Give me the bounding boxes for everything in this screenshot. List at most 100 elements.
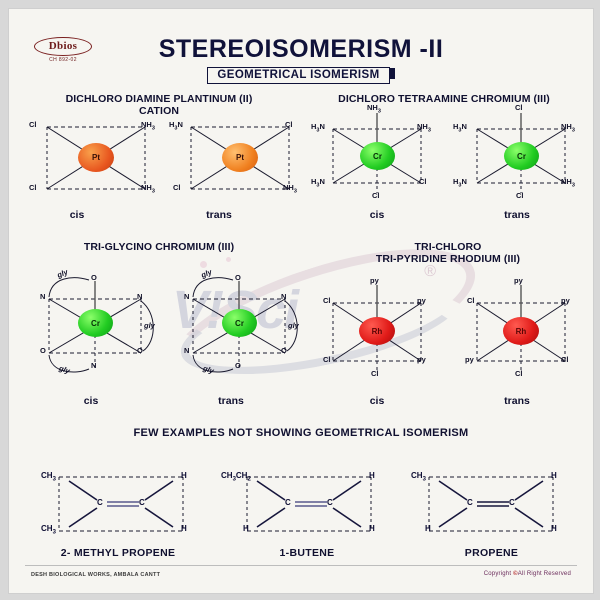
rhodium-trans-label-bottom: Cl <box>515 369 523 378</box>
alkene-1-butene-diagram: C C CH3CH2 H H H <box>221 469 385 541</box>
platinum-trans-caption: trans <box>206 209 232 221</box>
rhodium-trans-label-bl: py <box>465 355 474 364</box>
alkene-3-label-br: H <box>551 524 557 533</box>
alkene-3-name: PROPENE <box>464 547 519 559</box>
alkene-1-label-bl: CH3 <box>41 524 56 536</box>
chromium-cis-core: Cr <box>360 142 395 170</box>
rhodium-trans-caption: trans <box>504 395 530 407</box>
core-symbol: Cr <box>373 151 382 161</box>
alkene-1-atom-right: C <box>139 498 145 507</box>
glycino-trans-gly-right: gly <box>288 321 299 330</box>
glycino-cis-core: Cr <box>78 309 113 337</box>
platinum-cis-caption: cis <box>69 209 85 221</box>
alkene-3-atom-right: C <box>509 498 515 507</box>
glycino-trans-diagram: Cr O N N N O O gly gly gly <box>175 267 305 381</box>
platinum-heading-line2: CATION <box>138 105 180 117</box>
rhodium-heading: TRI-CHLORO TRI-PYRIDINE RHODIUM (III) <box>309 241 587 265</box>
chromium-cis-label-tl: H3N <box>311 122 325 134</box>
rhodium-cis-label-tl: Cl <box>323 296 331 305</box>
alkene-1-bonds <box>58 476 184 532</box>
glycino-trans-label-tl: N <box>184 292 190 301</box>
core-symbol: Rh <box>371 326 383 336</box>
glycino-cis-diagram: Cr O N N O O N gly gly gly <box>31 267 161 381</box>
chromium-cis-diagram: Cr NH3 H3N NH3 H3N Cl Cl <box>311 103 437 200</box>
chromium-amine-heading-line1: DICHLORO TETRAAMINE CHROMIUM (III) <box>338 93 550 105</box>
glycino-cis-label-bottom: N <box>91 361 97 370</box>
alkene-2-label-br: H <box>369 524 375 533</box>
alkene-3-label-tl: CH3 <box>411 471 426 483</box>
chromium-cis-label-bl: H3N <box>311 177 325 189</box>
rhodium-cis-label-br: py <box>417 355 426 364</box>
glycino-cis-label-tr: N <box>137 292 143 301</box>
alkene-1-label-br: H <box>181 524 187 533</box>
rhodium-cis-core: Rh <box>359 317 395 345</box>
glycino-cis-label-br: O <box>137 346 143 355</box>
rhodium-trans-core: Rh <box>503 317 539 345</box>
chromium-trans-label-bottom: Cl <box>516 191 524 200</box>
watermark-dot <box>200 261 207 268</box>
alkene-2-label-bl: H <box>243 524 249 533</box>
chromium-trans-label-bl: H3N <box>453 177 467 189</box>
rhodium-trans-label-tl: Cl <box>467 296 475 305</box>
glycino-cis-label-bl: O <box>40 346 46 355</box>
rhodium-cis-label-bottom: Cl <box>371 369 379 378</box>
subtitle-container: GEOMETRICAL ISOMERISM <box>9 65 593 84</box>
glycino-trans-label-top: O <box>235 273 241 282</box>
core-symbol: Pt <box>92 153 100 162</box>
platinum-trans-label-bl: Cl <box>173 183 181 192</box>
platinum-trans-core: Pt <box>222 143 258 172</box>
glycino-cis-label-tl: N <box>40 292 46 301</box>
rhodium-heading-line2: TRI-PYRIDINE RHODIUM (III) <box>375 253 521 265</box>
core-symbol: Cr <box>517 151 526 161</box>
alkene-3-bonds <box>428 476 554 532</box>
brand-logo: Dbios CH 892-02 <box>31 37 95 65</box>
chromium-cis-label-tr: NH3 <box>417 122 431 134</box>
chromium-trans-caption: trans <box>504 209 530 221</box>
footer-copyright: Copyright ©All Right Reserved <box>484 571 571 577</box>
watermark-dot <box>226 257 231 262</box>
rhodium-cis-diagram: Rh py Cl py Cl py Cl <box>317 276 437 379</box>
alkene-1-label-tr: H <box>181 471 187 480</box>
chromium-cis-label-top: NH3 <box>367 103 381 115</box>
alkene-2-atom-left: C <box>285 498 291 507</box>
poster-canvas: Dbios CH 892-02 STEREOISOMERISM -II GEOM… <box>8 8 594 594</box>
rhodium-heading-line1: TRI-CHLORO <box>414 241 482 253</box>
page-title: STEREOISOMERISM -II <box>158 35 444 63</box>
platinum-trans-label-tr: Cl <box>285 120 293 129</box>
platinum-cis-diagram: Pt Cl NH3 Cl NH3 <box>29 117 161 199</box>
platinum-cis-core: Pt <box>78 143 114 172</box>
glycino-cis-caption: cis <box>83 395 99 407</box>
platinum-heading-line1: DICHLORO DIAMINE PLANTINUM (II) <box>65 93 253 105</box>
no-isomerism-heading: FEW EXAMPLES NOT SHOWING GEOMETRICAL ISO… <box>133 427 469 439</box>
platinum-cis-label-tl: Cl <box>29 120 37 129</box>
footer-company: DESH BIOLOGICAL WORKS, AMBALA CANTT <box>31 572 161 578</box>
platinum-cis-label-tr: NH3 <box>141 120 155 132</box>
brand-code: CH 892-02 <box>49 57 77 63</box>
alkene-2-label-tl: CH3CH2 <box>221 471 251 483</box>
subtitle-tick-mark <box>388 68 395 80</box>
rhodium-trans-label-tr: py <box>561 296 570 305</box>
chromium-amine-heading: DICHLORO TETRAAMINE CHROMIUM (III) <box>301 93 587 105</box>
chromium-cis-label-bottom: Cl <box>372 191 380 200</box>
alkene-1-name: 2- METHYL PROPENE <box>60 547 176 559</box>
alkene-2-label-tr: H <box>369 471 375 480</box>
alkene-1-atom-left: C <box>97 498 103 507</box>
alkene-2-methyl-propene-diagram: C C CH3 CH3 H H <box>41 469 197 541</box>
alkene-propene-diagram: C C CH3 H H H <box>411 469 567 541</box>
chromium-trans-core: Cr <box>504 142 539 170</box>
alkene-3-atom-left: C <box>467 498 473 507</box>
glycino-cis-label-top: O <box>91 273 97 282</box>
alkene-2-name: 1-BUTENE <box>279 547 335 559</box>
chromium-cis-label-br: Cl <box>419 177 427 186</box>
glycino-trans-label-bl: N <box>184 346 190 355</box>
brand-name: Dbios <box>34 37 92 56</box>
rhodium-cis-caption: cis <box>369 395 385 407</box>
rhodium-cis-label-top: py <box>370 276 379 285</box>
alkene-2-bonds <box>246 476 372 532</box>
glycino-trans-caption: trans <box>218 395 244 407</box>
platinum-trans-diagram: Pt H3N Cl Cl NH3 <box>169 117 305 199</box>
chromium-cis-caption: cis <box>369 209 385 221</box>
chromium-trans-label-br: NH3 <box>561 177 575 189</box>
chromium-trans-bonds <box>476 113 566 193</box>
glycino-heading-line1: TRI-GLYCINO CHROMIUM (III) <box>83 241 235 253</box>
